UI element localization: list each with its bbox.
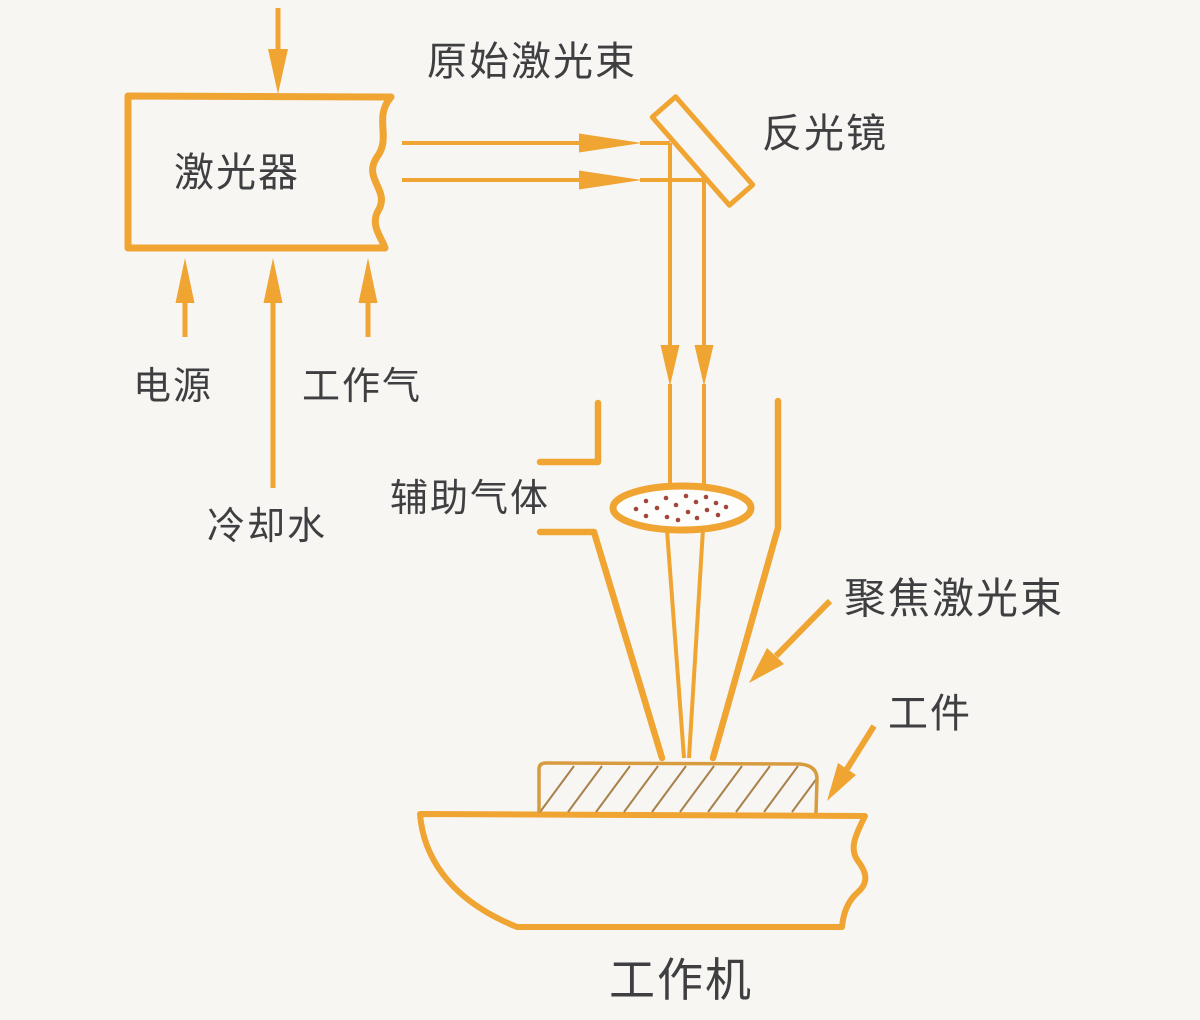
working-gas-arrow: [358, 258, 378, 337]
lens-dots: [633, 493, 729, 523]
original-beam-2: [402, 170, 704, 190]
working-gas-label: 工作气: [302, 364, 422, 408]
nozzle-left-upper-bracket: [536, 399, 602, 466]
laser-box: [124, 92, 395, 252]
workpiece-pointer-arrow: [827, 724, 877, 801]
top-input-arrow: [268, 8, 288, 94]
cooling-water-label: 冷却水: [207, 504, 327, 548]
power-label: 电源: [133, 364, 213, 408]
power-arrow: [175, 258, 195, 337]
original-beam-1: [402, 133, 670, 153]
nozzle-left-wall: [536, 528, 666, 762]
workpiece-label: 工件: [888, 691, 972, 737]
workpiece-outline: [537, 761, 819, 814]
nozzle-right-wall: [709, 397, 782, 762]
work-machine-outline: [417, 811, 869, 930]
original-beam-label: 原始激光束: [427, 39, 637, 85]
mirror-label: 反光镜: [762, 111, 888, 157]
assist-gas-label: 辅助气体: [390, 476, 550, 520]
workpiece-hatching: [539, 765, 817, 813]
focused-beams: [665, 528, 705, 759]
reflected-beam-2: [694, 180, 714, 487]
focusing-lens: [609, 482, 755, 534]
nozzle-walls: [536, 397, 782, 762]
focused-beam-label: 聚焦激光束: [844, 574, 1064, 623]
laser-label: 激光器: [174, 150, 300, 196]
reflected-beam-1: [660, 143, 680, 486]
machine-label: 工作机: [609, 953, 753, 1007]
mirror: [649, 94, 756, 208]
cooling-water-arrow: [263, 258, 283, 488]
focused-beam-pointer-arrow: [749, 598, 833, 683]
